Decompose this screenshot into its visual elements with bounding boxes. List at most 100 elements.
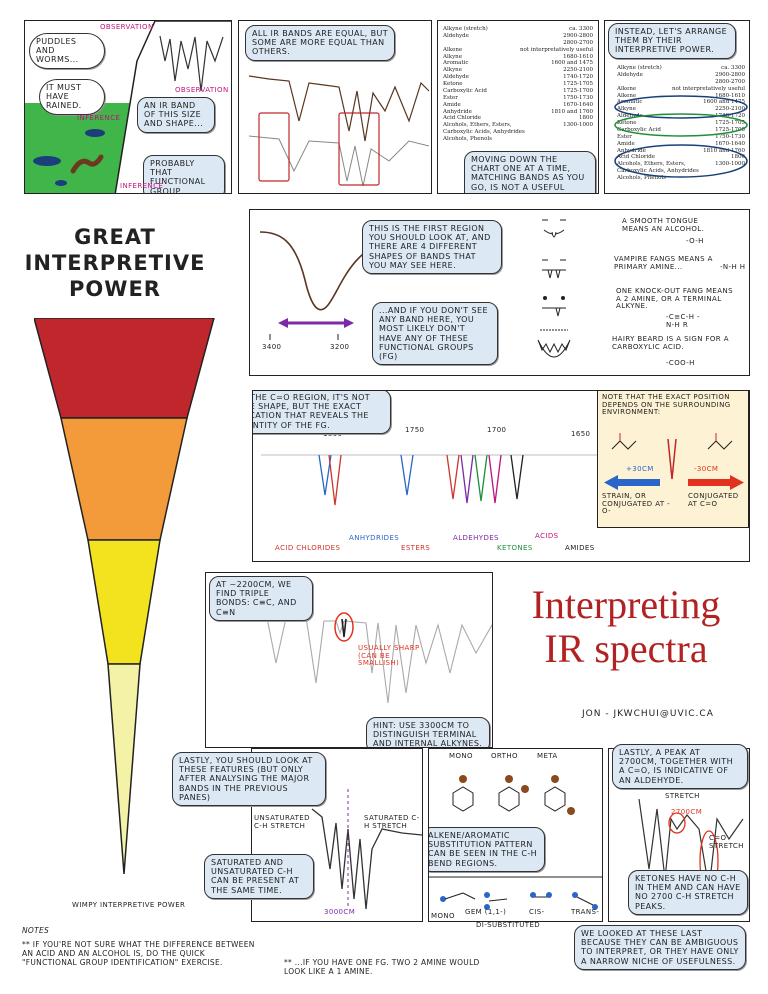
environment-molecules: [611, 433, 733, 480]
strain-label: STRAIN, OR CONJUGATED AT -O-: [602, 492, 671, 516]
ch-stretch-spectrum: [311, 789, 422, 910]
sub-ortho: ORTHO: [491, 752, 518, 760]
panel-substitution: MONO ORTHO META ALKENE/AROMATIC SUBSTITU…: [428, 748, 603, 922]
face-amine-text: VAMPIRE FANGS MEANS A PRIMARY AMINE...: [614, 255, 713, 271]
bubble-ir-band: AN IR BAND OF THIS SIZE AND SHAPE...: [137, 97, 215, 133]
tick-3200: 3200: [330, 343, 350, 351]
table-row: 2800-2700: [563, 39, 593, 46]
unsaturated-label: UNSATURATED C-H STRETCH: [254, 814, 310, 830]
bubble-triple-bonds: AT ~2200CM, WE FIND TRIPLE BONDS: C≡C, A…: [209, 576, 313, 621]
environment-note-box: NOTE THAT THE EXACT POSITION DEPENDS ON …: [597, 390, 749, 528]
face-alcohol-text: A SMOOTH TONGUE MEANS AN ALCOHOL.: [622, 217, 705, 233]
panel-inference: OBSERVATION PUDDLES AND WORMS... IT MUST…: [24, 20, 232, 194]
smooth-tongue-face-icon: [542, 219, 566, 238]
bubble-arrange: INSTEAD, LET'S ARRANGE THEM BY THEIR INT…: [608, 23, 736, 59]
bubble-looked-last: WE LOOKED AT THESE LAST BECAUSE THEY CAN…: [574, 925, 746, 970]
panel-triple-bonds: AT ~2200CM, WE FIND TRIPLE BONDS: C≡C, A…: [205, 572, 493, 748]
observation-label-1: OBSERVATION: [100, 23, 154, 31]
face-acid-formula: -COO-H: [666, 359, 695, 367]
label-aldehydes: ALDEHYDES: [453, 534, 499, 542]
bubble-sat-unsat: SATURATED AND UNSATURATED C-H CAN BE PRE…: [204, 854, 314, 899]
page-title: Interpreting IR spectra: [531, 582, 721, 671]
label-ketones: KETONES: [497, 544, 533, 552]
note-acid-alcohol: ** IF YOU'RE NOT SURE WHAT THE DIFFERENC…: [22, 940, 255, 967]
co-stretch-label: C=O STRETCH: [709, 834, 744, 850]
tick-1750: 1750: [405, 426, 425, 434]
power-footer: WIMPY INTERPRETIVE POWER: [72, 901, 186, 909]
table-row: Carboxylic Acids, Anhydrides: [617, 168, 699, 175]
carbonyl-peaks: [261, 454, 601, 506]
tick-1800: 1800: [323, 430, 343, 438]
table-row: Alcohols, Phenols: [617, 175, 666, 181]
vampire-fangs-face-icon: [542, 259, 566, 279]
oh-band-spectrum: [259, 231, 391, 340]
table-row: Alcohols, Ethers, Esters,1300-1000: [443, 122, 593, 129]
label-acid-chlorides: ACID CHLORIDES: [275, 544, 341, 552]
inference-label-2: INFERENCE: [120, 182, 164, 190]
tick-1650: 1650: [571, 430, 591, 438]
label-acids: ACIDS: [535, 532, 559, 540]
saturated-label: SATURATED C-H STRETCH: [364, 814, 420, 830]
face-alcohol-formula: -O-H: [686, 237, 704, 245]
alkene-mono: MONO: [431, 912, 455, 920]
bubble-substitution: ALKENE/AROMATIC SUBSTITUTION PATTERN CAN…: [429, 827, 545, 872]
face-icons: [537, 219, 571, 358]
bubble-no-band: ...AND IF YOU DON'T SEE ANY BAND HERE, Y…: [372, 302, 498, 366]
sub-mono: MONO: [449, 752, 473, 760]
conjugated-label: CONJUGATED AT C=O: [688, 492, 739, 508]
knockout-fang-face-icon: [542, 296, 566, 317]
face-acid-text: HAIRY BEARD IS A SIGN FOR A CARBOXYLIC A…: [612, 335, 729, 351]
hairy-beard-face-icon: [537, 329, 571, 358]
shift-plus-label: +30CM: [626, 465, 654, 473]
sub-meta: META: [537, 752, 558, 760]
table-row: Alkyne (stretch)ca. 3300: [617, 65, 745, 71]
peak-2700-label: 2700CM: [671, 808, 703, 816]
face-amine-formula: -N-H H: [720, 263, 746, 271]
benzene-rings: [429, 775, 602, 910]
face-alkyne-text: ONE KNOCK-OUT FANG MEANS A 2 AMINE, OR A…: [616, 287, 733, 311]
bubble-equal-bands: ALL IR BANDS ARE EQUAL, BUT SOME ARE MOR…: [245, 25, 395, 61]
shift-arrows: [604, 475, 744, 490]
triple-bond-spectrum: [265, 612, 492, 704]
label-esters: ESTERS: [401, 544, 431, 552]
bubble-aldehyde: LASTLY, A PEAK AT 2700CM, TOGETHER WITH …: [612, 744, 748, 789]
bubble-first-region: THIS IS THE FIRST REGION YOU SHOULD LOOK…: [362, 220, 502, 274]
bubble-carbonyl-location: IN THE C=O REGION, IT'S NOT THE SHAPE, B…: [253, 391, 391, 434]
usually-sharp-label: USUALLY SHARP (CAN BE SMALLISH): [358, 644, 420, 668]
table-row: Carboxylic Acids, Anhydrides: [443, 129, 525, 136]
power-heading: GREAT INTERPRETIVE POWER: [24, 225, 206, 301]
tick-1700: 1700: [487, 426, 507, 434]
bubble-moving-down: MOVING DOWN THE CHART ONE AT A TIME, MAT…: [464, 151, 596, 193]
panel-equal-bands: ALL IR BANDS ARE EQUAL, BUT SOME ARE MOR…: [238, 20, 432, 194]
disubstituted-label: DI-SUBSTITUTED: [476, 921, 541, 929]
thought-bubble-puddles: PUDDLES AND WORMS...: [29, 33, 105, 69]
wavenumber-3000: 3000CM: [324, 908, 356, 916]
tick-3400: 3400: [262, 343, 282, 351]
table-row: Alcohols, Ethers, Esters,1300-1000: [617, 161, 745, 168]
observation-label-2: OBSERVATION: [175, 86, 229, 94]
spectra-comparison: [248, 75, 430, 187]
bubble-ketones: KETONES HAVE NO C-H IN THEM AND CAN HAVE…: [628, 870, 748, 915]
power-funnel: [34, 318, 215, 875]
alkene-trans: TRANS-: [571, 908, 600, 916]
face-alkyne-formula: -C≡C-H -N-H R: [666, 313, 700, 329]
